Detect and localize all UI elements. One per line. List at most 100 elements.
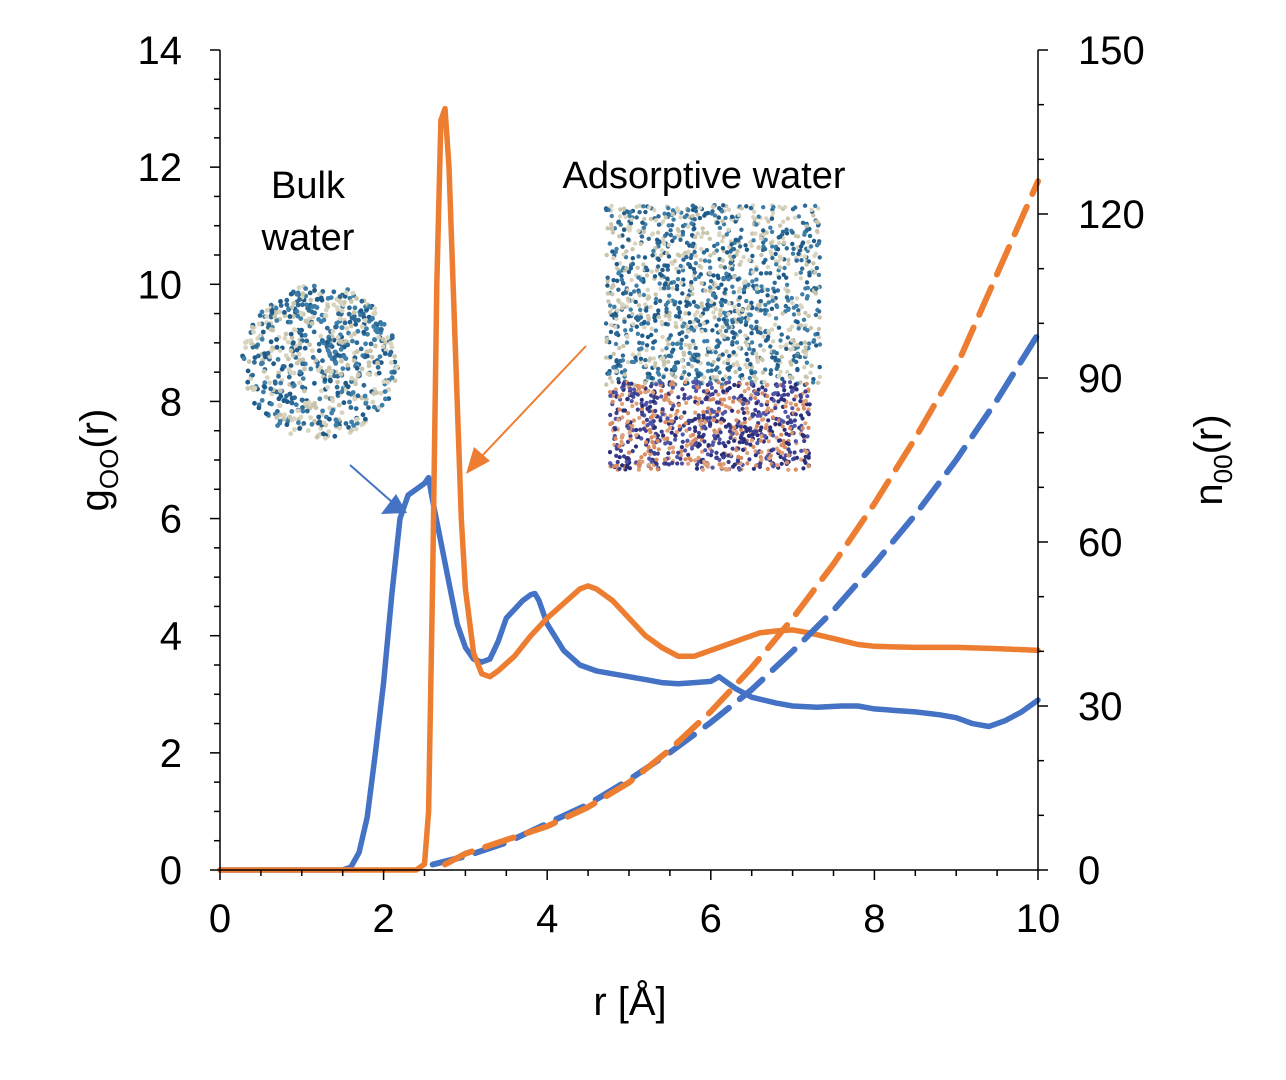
adsorptive-water-atom <box>729 214 735 219</box>
substrate-atom <box>638 427 643 432</box>
bulk-water-atom <box>344 326 350 331</box>
adsorptive-water-atom <box>725 250 730 255</box>
adsorptive-water-atom <box>691 267 697 272</box>
bulk-water-atom <box>321 420 327 426</box>
substrate-atom <box>684 428 689 433</box>
substrate-atom <box>741 410 747 415</box>
adsorptive-water-atom <box>779 256 784 261</box>
adsorptive-water-atom <box>681 257 686 262</box>
adsorptive-water-atom <box>784 346 789 351</box>
bulk-water-atom <box>252 385 258 391</box>
substrate-atom <box>650 439 655 445</box>
adsorptive-water-atom <box>691 299 697 305</box>
bulk-water-atom <box>338 371 344 377</box>
substrate-atom <box>771 433 776 438</box>
substrate-atom <box>714 450 719 455</box>
adsorptive-water-atom <box>671 217 676 222</box>
adsorptive-water-atom <box>803 374 808 379</box>
adsorptive-water-atom <box>633 315 639 321</box>
bulk-water-atom <box>252 400 257 406</box>
adsorptive-water-atom <box>785 289 790 294</box>
substrate-atom <box>654 457 659 462</box>
substrate-atom <box>677 424 682 429</box>
bulk-water-atom <box>312 401 317 406</box>
bulk-water-atom <box>245 379 251 385</box>
adsorptive-water-atom <box>733 237 739 242</box>
bulk-water-atom <box>350 338 355 344</box>
adsorptive-water-atom <box>692 217 697 222</box>
substrate-atom <box>653 408 658 414</box>
substrate-atom <box>802 438 807 444</box>
bulk-water-atom <box>275 423 280 428</box>
bulk-water-atom <box>291 300 297 306</box>
adsorptive-water-atom <box>805 294 810 299</box>
bulk-water-atom <box>339 389 345 395</box>
substrate-atom <box>736 409 741 414</box>
bulk-water-atom <box>292 427 297 432</box>
adsorptive-water-atom <box>621 206 627 211</box>
adsorptive-water-atom <box>735 277 740 282</box>
adsorptive-water-atom <box>771 339 776 344</box>
substrate-atom <box>737 467 742 472</box>
adsorptive-water-atom <box>761 348 766 353</box>
substrate-atom <box>676 395 681 400</box>
substrate-atom <box>643 389 648 394</box>
substrate-atom <box>759 417 765 422</box>
substrate-atom <box>727 405 732 410</box>
adsorptive-water-atom <box>649 326 654 331</box>
adsorptive-water-atom <box>770 244 775 249</box>
substrate-atom <box>705 382 710 387</box>
substrate-atom <box>803 460 808 465</box>
substrate-atom <box>800 426 805 431</box>
bulk-water-atom <box>369 354 375 360</box>
substrate-atom <box>779 432 784 437</box>
adsorptive-water-atom <box>730 284 735 289</box>
adsorptive-water-atom <box>719 303 724 308</box>
adsorptive-water-atom <box>774 366 779 371</box>
adsorptive-water-atom <box>637 340 642 345</box>
bulk-water-atom <box>284 297 290 303</box>
substrate-atom <box>792 450 797 455</box>
adsorptive-water-atom <box>683 250 688 256</box>
bulk-water-atom <box>323 435 328 441</box>
adsorptive-water-atom <box>678 345 684 351</box>
substrate-atom <box>627 466 633 471</box>
adsorptive-water-atom <box>634 324 639 329</box>
adsorptive-water-atom <box>722 265 728 270</box>
bulk-water-atom <box>307 342 313 348</box>
substrate-atom <box>631 387 637 392</box>
substrate-atom <box>693 416 698 422</box>
adsorptive-water-atom <box>733 369 738 375</box>
adsorptive-water-atom <box>724 271 729 276</box>
adsorptive-water-atom <box>726 277 731 282</box>
substrate-atom <box>717 437 722 442</box>
substrate-atom <box>674 429 679 435</box>
bulk-water-atom <box>284 422 290 428</box>
bulk-water-atom <box>326 429 332 434</box>
adsorptive-water-atom <box>693 345 698 351</box>
bulk-water-atom <box>354 296 359 301</box>
substrate-atom <box>695 401 701 406</box>
adsorptive-water-atom <box>686 361 691 367</box>
bulk-water-atom <box>302 345 308 351</box>
substrate-atom <box>662 457 668 462</box>
substrate-atom <box>708 422 713 427</box>
substrate-atom <box>772 391 777 396</box>
adsorptive-water-atom <box>756 302 761 308</box>
adsorptive-water-atom <box>750 253 755 259</box>
substrate-atom <box>665 428 670 433</box>
bulk-water-atom <box>368 341 374 347</box>
substrate-atom <box>753 391 759 396</box>
substrate-atom <box>724 380 729 385</box>
adsorptive-water-atom <box>689 280 694 285</box>
adsorptive-water-atom <box>622 319 627 324</box>
bulk-water-atom <box>290 340 296 345</box>
bulk-water-atom <box>352 305 358 311</box>
substrate-atom <box>680 432 685 437</box>
bulk-water-atom <box>301 421 307 426</box>
substrate-atom <box>738 398 743 403</box>
substrate-atom <box>617 407 622 412</box>
substrate-atom <box>717 441 722 446</box>
substrate-atom <box>807 402 812 407</box>
